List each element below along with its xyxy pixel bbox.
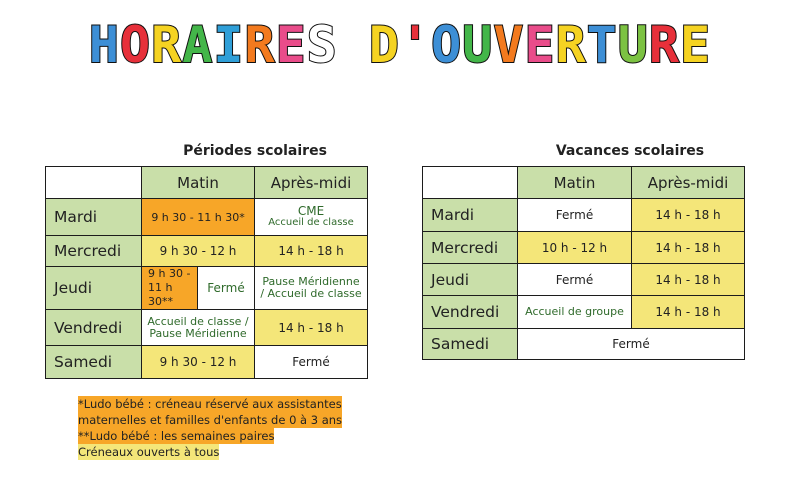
cell-jeudi-apres-midi: 14 h - 18 h xyxy=(631,263,745,296)
row-label-jeudi: Jeudi xyxy=(422,263,518,296)
title-letter xyxy=(338,16,369,74)
title-letter: R xyxy=(150,15,183,75)
row-label-samedi: Samedi xyxy=(45,345,142,379)
cell-mardi-apres-midi: 14 h - 18 h xyxy=(631,198,745,232)
title-letter: R xyxy=(243,15,276,75)
school-periods-heading: Périodes scolaires xyxy=(183,143,327,159)
cell-mercredi-matin: 10 h - 12 h xyxy=(517,231,632,264)
page-title: HORAIRES D'OUVERTURE xyxy=(0,15,800,75)
row-label-samedi: Samedi xyxy=(422,328,518,360)
row-label-mardi: Mardi xyxy=(422,198,518,232)
cell-vendredi-matin: Accueil de classe / Pause Méridienne xyxy=(140,309,256,346)
row-label-mardi: Mardi xyxy=(45,198,142,236)
cell-vendredi-matin: Accueil de groupe xyxy=(517,295,632,329)
cell-mercredi-apres-midi: 14 h - 18 h xyxy=(631,231,745,264)
cell-mercredi-matin: 9 h 30 - 12 h xyxy=(140,235,256,267)
col-header-matin: Matin xyxy=(140,166,256,199)
footnote-creneaux-ouverts: Créneaux ouverts à tous xyxy=(78,444,220,460)
title-letter: I xyxy=(212,15,245,75)
row-label-vendredi: Vendredi xyxy=(422,295,518,329)
title-letter: R xyxy=(648,15,680,75)
col-header-apres-midi: Après-midi xyxy=(254,166,369,199)
title-letter: U xyxy=(617,15,649,75)
cell-jeudi-matin-ludo: 9 h 30 - 11 h 30** xyxy=(141,266,198,310)
title-letter: T xyxy=(586,15,618,75)
cell-jeudi-matin: Fermé xyxy=(517,263,632,296)
footnotes: *Ludo bébé : créneau réservé aux assista… xyxy=(78,396,343,460)
cell-mardi-matin: Fermé xyxy=(517,198,632,232)
row-label-vendredi: Vendredi xyxy=(45,309,142,346)
cell-mardi-matin: 9 h 30 - 11 h 30* xyxy=(140,198,256,236)
title-letter: S xyxy=(306,15,338,75)
school-periods-table: Matin Après-midi Mardi 9 h 30 - 11 h 30*… xyxy=(45,166,369,379)
title-letter: O xyxy=(430,15,463,75)
holidays-heading: Vacances scolaires xyxy=(555,143,705,159)
footnote-semaines-paires: **Ludo bébé : les semaines paires xyxy=(78,428,275,444)
cell-jeudi-apres-midi: Pause Méridienne / Accueil de classe xyxy=(254,266,369,310)
title-letter: E xyxy=(275,15,307,75)
title-letter: H xyxy=(88,15,121,75)
title-letter: A xyxy=(181,15,214,75)
cell-mercredi-apres-midi: 14 h - 18 h xyxy=(254,235,369,267)
title-letter: V xyxy=(492,15,525,75)
row-label-mercredi: Mercredi xyxy=(422,231,518,264)
title-letter: ' xyxy=(399,15,432,75)
corner-cell xyxy=(45,166,142,199)
cell-samedi-matin: 9 h 30 - 12 h xyxy=(140,345,256,379)
cell-jeudi-matin-ferme: Fermé xyxy=(196,266,256,310)
cell-vendredi-apres-midi: 14 h - 18 h xyxy=(631,295,745,329)
title-letter: E xyxy=(679,15,712,75)
title-letter: U xyxy=(461,15,494,75)
title-letter: E xyxy=(523,15,556,75)
cell-samedi-apres-midi: Fermé xyxy=(254,345,369,379)
footnote-ludo-bebe-line2: maternelles et familles d'enfants de 0 à… xyxy=(78,412,343,428)
title-letter: R xyxy=(555,15,587,75)
cell-vendredi-apres-midi: 14 h - 18 h xyxy=(254,309,369,346)
title-letter: D xyxy=(368,15,400,75)
cell-mardi-apres-midi: CME Accueil de classe xyxy=(254,198,369,236)
cell-samedi-all-day: Fermé xyxy=(517,328,745,360)
title-letter: O xyxy=(119,15,152,75)
holidays-table: Matin Après-midi Mardi Fermé 14 h - 18 h… xyxy=(422,166,745,360)
footnote-ludo-bebe-line1: *Ludo bébé : créneau réservé aux assista… xyxy=(78,396,342,412)
col-header-apres-midi: Après-midi xyxy=(631,166,745,199)
row-label-mercredi: Mercredi xyxy=(45,235,142,267)
corner-cell xyxy=(422,166,518,199)
row-label-jeudi: Jeudi xyxy=(45,266,142,310)
col-header-matin: Matin xyxy=(517,166,632,199)
